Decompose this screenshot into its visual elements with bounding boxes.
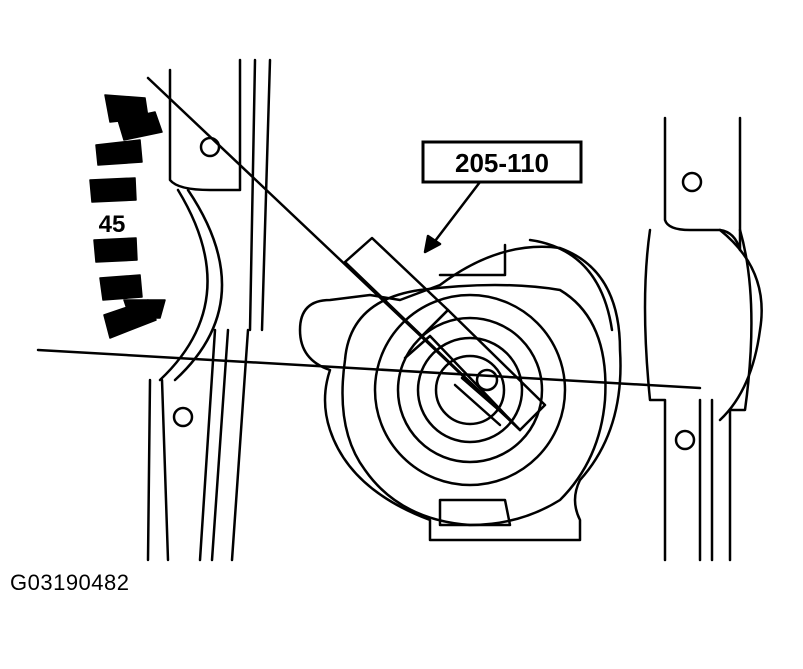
crankshaft-pulley — [298, 238, 622, 542]
special-tool-205-110 — [343, 236, 547, 432]
horizontal-reference-line — [36, 348, 702, 390]
right-bracket — [643, 116, 763, 562]
tool-callout-label: 205-110 — [455, 148, 549, 178]
degree-scale — [89, 94, 166, 339]
scale-mark-label: 45 — [99, 211, 126, 238]
engine-housing — [146, 58, 272, 562]
tool-callout-box — [421, 140, 583, 184]
figure-id: G03190482 — [10, 570, 130, 595]
callout-leader — [423, 180, 482, 254]
